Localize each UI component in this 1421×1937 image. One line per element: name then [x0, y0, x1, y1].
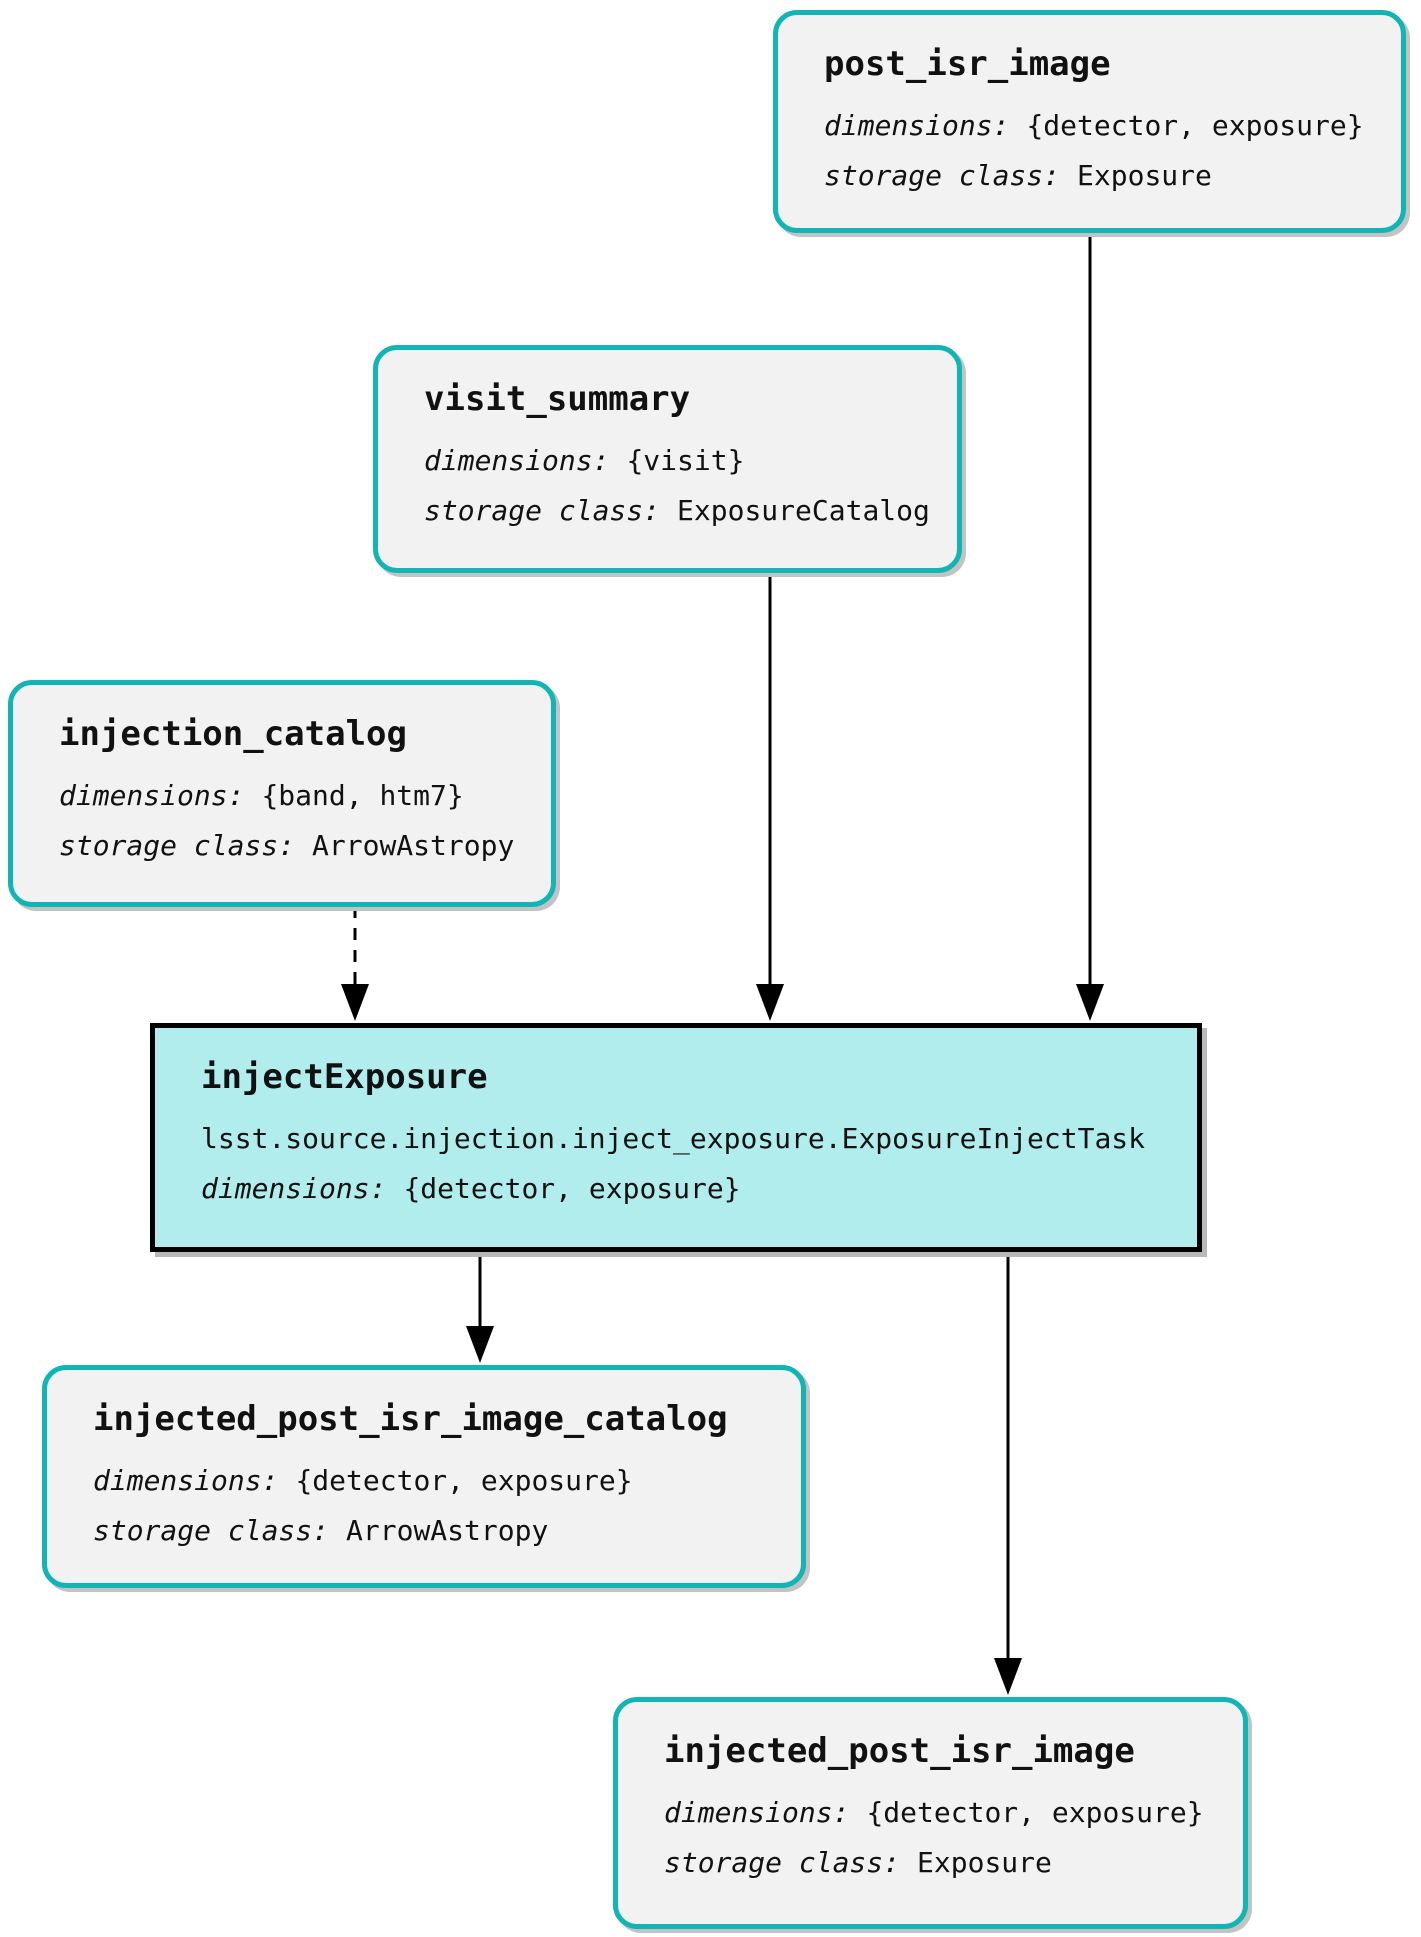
- storage-class-line: storage class: ExposureCatalog: [424, 494, 930, 528]
- node-injection-catalog: injection_catalog dimensions: {band, htm7…: [8, 680, 556, 907]
- dimensions-value: {band, htm7}: [261, 779, 464, 812]
- dimensions-value: {detector, exposure}: [1026, 109, 1364, 142]
- storage-class-label: storage class:: [93, 1514, 330, 1547]
- storage-class-value: ExposureCatalog: [677, 494, 930, 527]
- storage-class-label: storage class:: [824, 159, 1061, 192]
- arrowhead-icon: [466, 1326, 494, 1363]
- dimensions-line: dimensions: {detector, exposure}: [664, 1796, 1204, 1830]
- storage-class-label: storage class:: [664, 1846, 901, 1879]
- dimensions-value: {visit}: [626, 444, 745, 477]
- dimensions-label: dimensions:: [664, 1796, 850, 1829]
- storage-class-line: storage class: Exposure: [664, 1846, 1197, 1880]
- node-title: injection_catalog: [59, 714, 407, 754]
- storage-class-value: Exposure: [1077, 159, 1212, 192]
- edge-injectexposure-to-injected-post-isr-image-catalog: [466, 1251, 494, 1363]
- storage-class-value: ArrowAstropy: [346, 1514, 549, 1547]
- node-title: injected_post_isr_image: [664, 1731, 1135, 1771]
- storage-class-value: Exposure: [917, 1846, 1052, 1879]
- storage-class-line: storage class: ArrowAstropy: [93, 1514, 755, 1548]
- node-injectexposure-task: injectExposure lsst.source.injection.inj…: [150, 1023, 1202, 1252]
- dimensions-label: dimensions:: [424, 444, 610, 477]
- dimensions-label: dimensions:: [201, 1172, 387, 1205]
- arrowhead-icon: [1076, 984, 1104, 1021]
- dimensions-line: dimensions: {detector, exposure}: [824, 109, 1364, 143]
- dimensions-value: {detector, exposure}: [295, 1464, 633, 1497]
- node-visit-summary: visit_summary dimensions: {visit} storage…: [373, 345, 962, 573]
- arrowhead-icon: [994, 1658, 1022, 1695]
- edge-post-isr-image-to-injectexposure: [1076, 235, 1104, 1021]
- task-class-line: lsst.source.injection.inject_exposure.Ex…: [201, 1122, 1151, 1156]
- edge-injectexposure-to-injected-post-isr-image: [994, 1251, 1022, 1695]
- storage-class-label: storage class:: [424, 494, 661, 527]
- node-injected-post-isr-image-catalog: injected_post_isr_image_catalog dimensio…: [42, 1365, 806, 1588]
- dimensions-line: dimensions: {detector, exposure}: [93, 1464, 755, 1498]
- storage-class-label: storage class:: [59, 829, 296, 862]
- node-post-isr-image: post_isr_image dimensions: {detector, exp…: [773, 10, 1406, 233]
- node-injected-post-isr-image: injected_post_isr_image dimensions: {dete…: [613, 1697, 1248, 1929]
- storage-class-line: storage class: ArrowAstropy: [59, 829, 514, 863]
- dimensions-value: {detector, exposure}: [866, 1796, 1204, 1829]
- storage-class-value: ArrowAstropy: [312, 829, 515, 862]
- dimensions-line: dimensions: {visit}: [424, 444, 911, 478]
- task-class-path: lsst.source.injection.inject_exposure.Ex…: [201, 1122, 1146, 1155]
- arrowhead-icon: [341, 984, 369, 1021]
- edge-injection-catalog-to-injectexposure: [341, 906, 369, 1021]
- node-title: visit_summary: [424, 379, 691, 419]
- storage-class-line: storage class: Exposure: [824, 159, 1355, 193]
- edge-visit-summary-to-injectexposure: [756, 571, 784, 1021]
- node-title: injectExposure: [201, 1057, 488, 1097]
- node-title: post_isr_image: [824, 44, 1111, 84]
- dimensions-value: {detector, exposure}: [403, 1172, 741, 1205]
- dimensions-label: dimensions:: [59, 779, 245, 812]
- dimensions-label: dimensions:: [824, 109, 1010, 142]
- dimensions-line: dimensions: {band, htm7}: [59, 779, 505, 813]
- dimensions-label: dimensions:: [93, 1464, 279, 1497]
- node-title: injected_post_isr_image_catalog: [93, 1399, 728, 1439]
- arrowhead-icon: [756, 984, 784, 1021]
- dimensions-line: dimensions: {detector, exposure}: [201, 1172, 1151, 1206]
